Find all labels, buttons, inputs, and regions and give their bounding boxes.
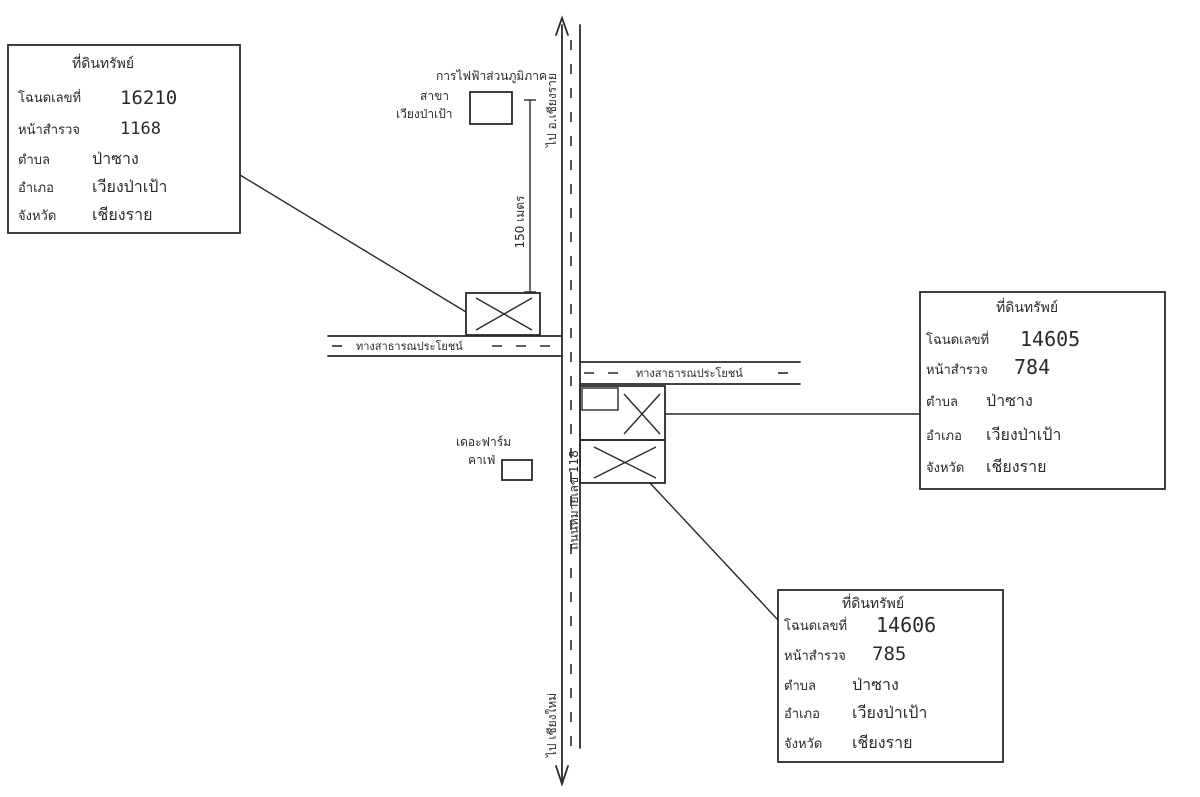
- plot-3-subdistrict-value: ป่าซาง: [852, 675, 899, 694]
- farm-cafe-landmark: [501, 459, 533, 481]
- info-box-plot-3: [777, 589, 1004, 763]
- plot-1-page-label: หน้าสำรวจ: [18, 123, 80, 138]
- electricity-office-line-1: การไฟฟ้าส่วนภูมิภาค: [436, 69, 547, 84]
- farm-cafe-line-1: เดอะฟาร์ม: [456, 435, 511, 449]
- plot-marker-16210: [465, 292, 541, 336]
- plot-2-province-value: เชียงราย: [986, 457, 1046, 476]
- plot-marker-14606: [579, 439, 666, 484]
- plot-3-subdistrict-label: ตำบล: [784, 679, 816, 694]
- plot-3-header: ที่ดินทรัพย์: [842, 594, 904, 612]
- plot-1-deed-number: 16210: [120, 87, 177, 109]
- plot-2-header: ที่ดินทรัพย์: [996, 298, 1058, 316]
- plot-1-page-number: 1168: [120, 119, 161, 139]
- plot-3-province-label: จังหวัด: [784, 737, 822, 752]
- info-box-plot-2: [919, 291, 1166, 490]
- right-public-lane: [579, 361, 801, 385]
- leader-line-16210: [239, 174, 467, 313]
- plot-1-deed-label: โฉนดเลขที่: [18, 89, 81, 106]
- main-road-label: ถนนหมายเลข 118: [567, 450, 581, 550]
- electricity-office-line-3: เวียงป่าเป้า: [396, 107, 453, 121]
- plot-2-district-value: เวียงป่าเป้า: [986, 425, 1061, 444]
- leader-line-14606: [649, 482, 779, 621]
- south-direction-label: ไป เชียงใหม่: [545, 693, 559, 758]
- north-arrow-icon: [555, 15, 569, 36]
- plot-2-page-label: หน้าสำรวจ: [926, 363, 988, 378]
- electricity-office-line-2: สาขา: [420, 89, 449, 103]
- plot-marker-14605: [579, 385, 666, 441]
- plot-1-subdistrict-label: ตำบล: [18, 153, 50, 168]
- plot-2-subdistrict-label: ตำบล: [926, 395, 958, 410]
- plot-1-province-label: จังหวัด: [18, 209, 56, 224]
- plot-2-subdistrict-value: ป่าซาง: [986, 391, 1033, 410]
- plot-2-deed-label: โฉนดเลขที่: [926, 331, 989, 348]
- plot-2-deed-number: 14605: [1020, 327, 1080, 351]
- plot-1-province-value: เชียงราย: [92, 205, 152, 224]
- plot-3-page-label: หน้าสำรวจ: [784, 649, 846, 664]
- plot-2-page-number: 784: [1014, 355, 1050, 379]
- farm-cafe-line-2: คาเฟ่: [468, 453, 495, 467]
- plot-1-district-label: อำเภอ: [18, 181, 54, 196]
- south-arrow-icon: [555, 765, 569, 787]
- left-public-lane: [327, 335, 563, 357]
- right-lane-label: ทางสาธารณประโยชน์: [636, 366, 743, 380]
- electricity-office-landmark: [469, 91, 536, 293]
- plot-3-district-label: อำเภอ: [784, 707, 820, 722]
- left-lane-label: ทางสาธารณประโยชน์: [356, 339, 463, 353]
- plot-3-district-value: เวียงป่าเป้า: [852, 703, 927, 722]
- plot-2-province-label: จังหวัด: [926, 461, 964, 476]
- plot-3-page-number: 785: [872, 643, 906, 665]
- info-box-plot-1: [7, 44, 241, 234]
- plot-1-district-value: เวียงป่าเป้า: [92, 177, 167, 196]
- north-direction-label: ไป อ.เชียงราย: [545, 73, 559, 148]
- distance-label: 150 เมตร: [513, 195, 527, 249]
- main-road-118: [555, 15, 581, 787]
- plot-3-deed-label: โฉนดเลขที่: [784, 617, 847, 634]
- plot-1-subdistrict-value: ป่าซาง: [92, 149, 139, 168]
- plot-3-province-value: เชียงราย: [852, 733, 912, 752]
- plot-3-deed-number: 14606: [876, 613, 936, 637]
- plot-1-header: ที่ดินทรัพย์: [72, 54, 134, 72]
- plot-2-district-label: อำเภอ: [926, 429, 962, 444]
